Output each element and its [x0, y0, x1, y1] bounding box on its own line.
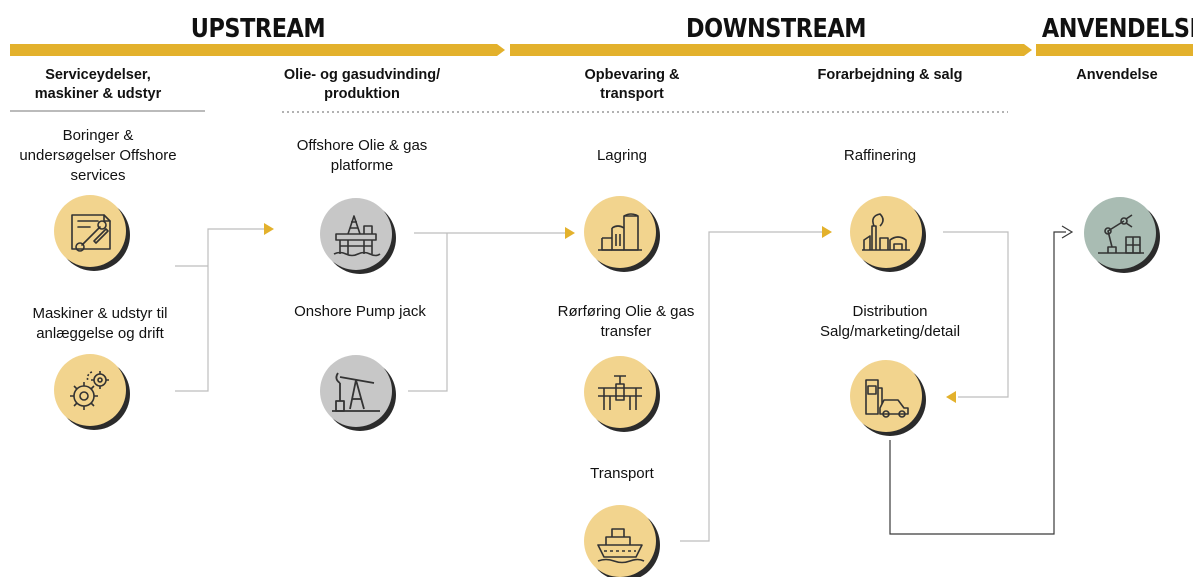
arrow-marker — [264, 223, 274, 235]
column-header-service: Serviceydelser, maskiner & udstyr — [34, 67, 162, 102]
pump-jack-icon — [320, 355, 392, 427]
label-onshore: Onshore Pump jack — [294, 303, 426, 320]
arrow-marker — [565, 227, 575, 239]
label-distribution: Distribution Salg/marketing/detail — [819, 303, 961, 340]
ship-icon — [584, 505, 656, 577]
downstream-title: DOWNSTREAM — [686, 14, 867, 44]
arrow-marker — [1061, 225, 1074, 239]
column-header-application: Anvendelse — [1076, 67, 1158, 83]
column-header-storage: Opbevaring & transport — [584, 67, 680, 102]
tools-blueprint-icon — [54, 195, 126, 267]
arrow-marker — [822, 226, 832, 238]
label-raffinering: Raffinering — [843, 147, 917, 164]
column-header-production: Olie- og gasudvinding/ produktion — [283, 67, 441, 102]
label-offshore: Offshore Olie & gas platforme — [296, 137, 428, 174]
anvendelse-title: ANVENDELSE — [1041, 14, 1193, 44]
storage-tanks-icon — [584, 196, 656, 268]
upstream-title: UPSTREAM — [190, 14, 326, 44]
label-transport: Transport — [590, 465, 654, 482]
label-rorforing: Rørføring Olie & gas transfer — [557, 303, 695, 340]
refinery-icon — [850, 196, 922, 268]
column-header-processing: Forarbejdning & salg — [817, 67, 963, 83]
gears-icon — [54, 354, 126, 426]
oil-platform-icon — [320, 198, 392, 270]
label-maskiner: Maskiner & udstyr til anlæggelse og drif… — [32, 305, 168, 342]
pipeline-valve-icon — [584, 356, 656, 428]
robot-arm-icon — [1084, 197, 1156, 269]
fuel-pump-car-icon — [850, 360, 922, 432]
label-lagring: Lagring — [596, 147, 648, 164]
label-boringer: Boringer & undersøgelser Offshore servic… — [19, 127, 177, 184]
arrow-marker — [946, 391, 956, 403]
